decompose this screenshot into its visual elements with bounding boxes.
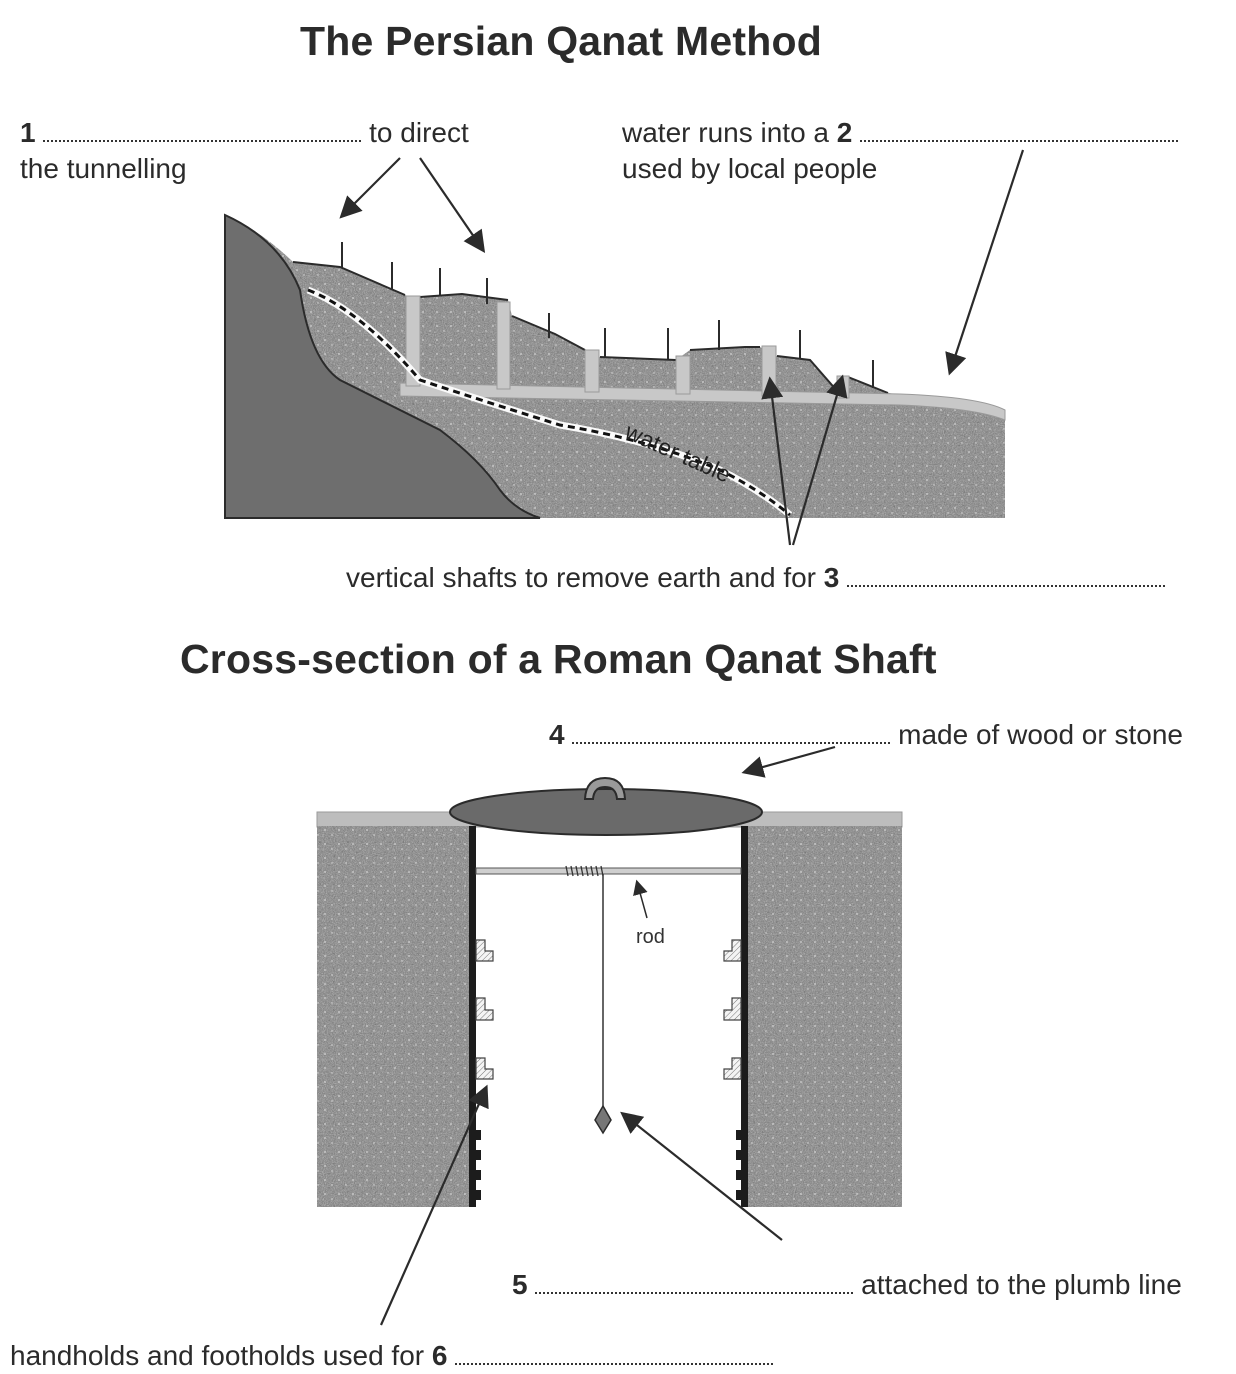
roman-arrows — [379, 745, 836, 1326]
label-4-number: 4 — [549, 719, 565, 750]
label-5-text: attached to the plumb line — [861, 1269, 1182, 1300]
label-4-text: made of wood or stone — [898, 719, 1183, 750]
rod-label: rod — [636, 926, 665, 948]
shaft-wall-left — [469, 826, 476, 1207]
rod — [475, 867, 742, 875]
persian-rock — [224, 213, 541, 519]
blank-2[interactable] — [860, 116, 1179, 142]
label-5-number: 5 — [512, 1269, 528, 1300]
persian-title: The Persian Qanat Method — [300, 18, 822, 64]
label-2-line2: used by local people — [622, 153, 878, 184]
label-2-number: 2 — [836, 117, 853, 148]
label-4: 4 made of wood or stone — [549, 717, 1183, 753]
persian-marker-stakes — [341, 242, 874, 388]
roman-title: Cross-section of a Roman Qanat Shaft — [180, 636, 937, 682]
label-5: 5 attached to the plumb line — [512, 1267, 1182, 1303]
label-2: water runs into a 2 — [622, 115, 1179, 151]
label-6: handholds and footholds used for 6 — [10, 1338, 774, 1374]
label-3: vertical shafts to remove earth and for … — [346, 560, 1166, 596]
roman-diagram — [316, 745, 903, 1326]
label-1-text: to direct — [369, 117, 469, 148]
shaft-lid — [449, 788, 763, 836]
handholds-left — [475, 939, 494, 1080]
shaft-wall-right — [741, 826, 748, 1207]
label-1: 1 to direct — [20, 115, 469, 151]
label-6-number: 6 — [431, 1340, 448, 1371]
label-3-number: 3 — [823, 562, 840, 593]
blank-1[interactable] — [43, 116, 362, 142]
blank-3[interactable] — [847, 561, 1166, 587]
blank-4[interactable] — [572, 718, 891, 744]
blank-6[interactable] — [455, 1339, 774, 1365]
label-2-text: water runs into a — [622, 117, 829, 148]
label-1-number: 1 — [20, 117, 36, 148]
handholds-right — [723, 939, 742, 1080]
persian-arrows — [339, 149, 1025, 546]
label-6-text: handholds and footholds used for — [10, 1340, 425, 1371]
persian-diagram — [224, 149, 1025, 546]
blank-5[interactable] — [535, 1268, 854, 1294]
label-3-text: vertical shafts to remove earth and for — [346, 562, 816, 593]
label-1-line2: the tunnelling — [20, 153, 187, 184]
lid-handle — [583, 776, 627, 800]
plumb-bob — [594, 1104, 612, 1135]
